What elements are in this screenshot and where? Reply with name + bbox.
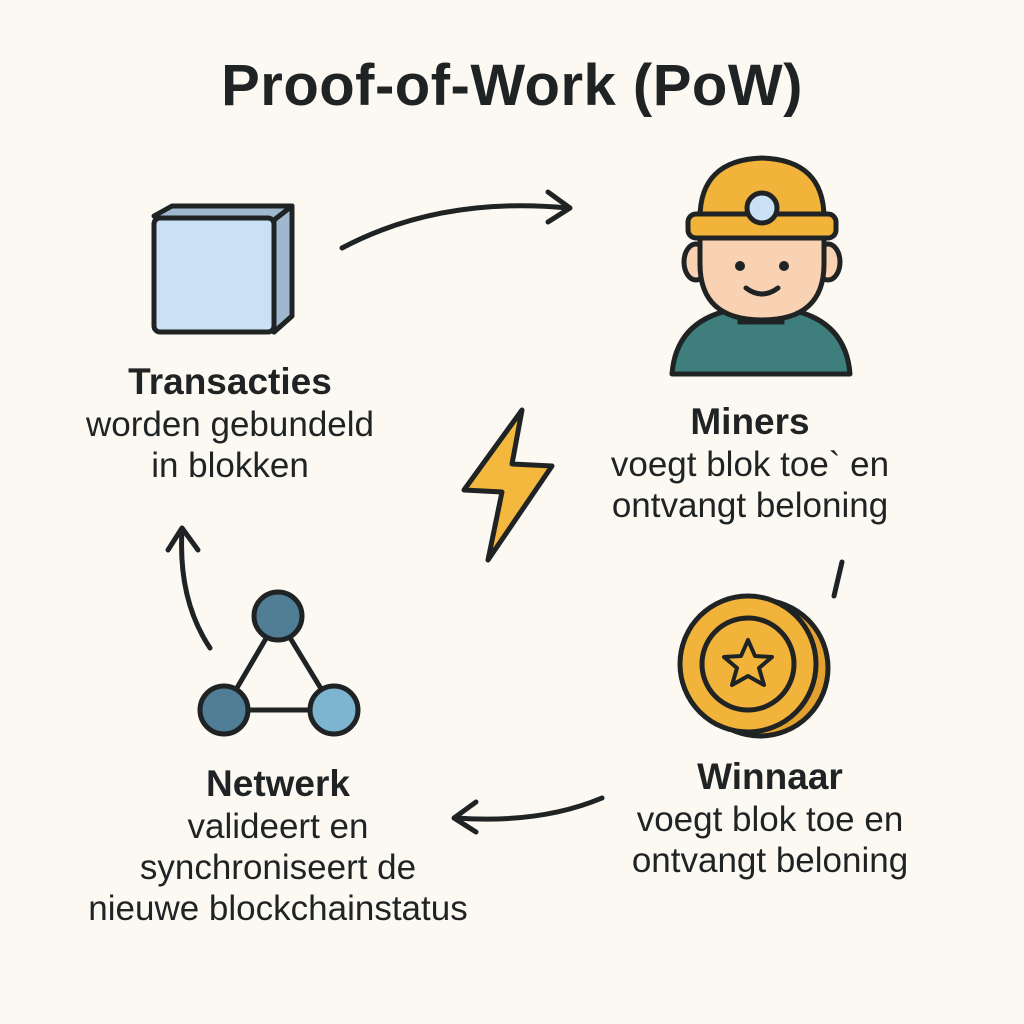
arrow-transacties-to-miners (339, 189, 573, 251)
step-miners-label: Miners voegt blok toe` en ontvangt belon… (560, 400, 940, 526)
step-transacties-line-1: worden gebundeld (85, 404, 374, 444)
step-winnaar-line-2: ontvangt beloning (631, 840, 909, 880)
diagram-title: Proof-of-Work (PoW) (221, 53, 803, 118)
arrow-winnaar-to-netwerk (451, 795, 605, 835)
step-netwerk-label: Netwerk valideert en synchroniseert de n… (48, 762, 508, 930)
step-winnaar-heading: Winnaar (697, 756, 843, 797)
step-winnaar-label: Winnaar voegt blok toe en ontvangt belon… (580, 755, 960, 881)
step-miners-line-2: ontvangt beloning (611, 485, 889, 525)
step-netwerk-line-3: nieuwe blockchainstatus (88, 889, 468, 929)
step-netwerk-line-2: synchroniseert de (139, 847, 417, 887)
block-cube-icon (151, 203, 295, 335)
step-netwerk-heading: Netwerk (206, 763, 350, 804)
step-miners-line-1: voegt blok toe` en (610, 444, 890, 484)
step-miners-heading: Miners (690, 401, 810, 442)
step-winnaar-line-1: voegt blok toe en (636, 799, 904, 839)
connector-miners-to-winnaar (831, 559, 845, 599)
arrow-netwerk-to-transacties (165, 525, 213, 651)
star-coin-icon (677, 593, 831, 739)
step-transacties-heading: Transacties (128, 361, 332, 402)
step-transacties-line-2: in blokken (151, 445, 309, 485)
network-nodes-icon (197, 589, 361, 737)
step-transacties-label: Transacties worden gebundeld in blokken (40, 360, 420, 486)
lightning-bolt-icon (461, 407, 555, 563)
miner-helmet-icon (669, 155, 853, 377)
step-netwerk-line-1: valideert en (187, 806, 369, 846)
